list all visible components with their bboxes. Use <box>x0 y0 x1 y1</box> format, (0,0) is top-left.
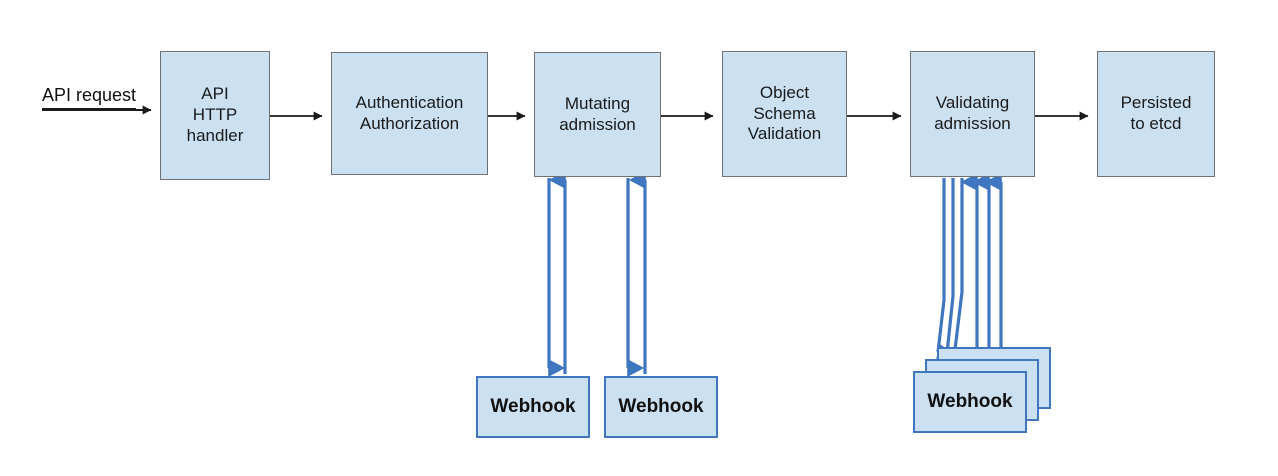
node-persisted-to-etcd[interactable]: Persisted to etcd <box>1097 51 1215 177</box>
node-object-schema-validation[interactable]: Object Schema Validation <box>722 51 847 177</box>
node-label: Mutating admission <box>559 93 636 134</box>
node-api-http-handler[interactable]: API HTTP handler <box>160 51 270 180</box>
node-label: Webhook <box>618 396 704 417</box>
node-label: Validating admission <box>934 93 1011 133</box>
webhook-call-arrow-3b <box>944 178 963 372</box>
node-label: Persisted to etcd <box>1120 93 1192 133</box>
entry-label: API request <box>42 85 137 109</box>
node-authn-authz[interactable]: Authentication Authorization <box>331 52 488 175</box>
node-validating-admission[interactable]: Validating admission <box>910 51 1035 177</box>
node-validating-webhook-stack-front[interactable]: Webhook <box>913 371 1027 433</box>
webhook-call-arrow-3c <box>950 178 969 383</box>
node-mutating-admission[interactable]: Mutating admission <box>534 52 661 177</box>
node-label: API HTTP handler <box>186 84 244 145</box>
node-label: Object Schema Validation <box>747 82 822 144</box>
node-mutating-webhook-2[interactable]: Webhook <box>604 376 718 438</box>
webhook-call-arrow-3a <box>936 178 955 361</box>
node-label: Webhook <box>927 391 1013 412</box>
node-mutating-webhook-1[interactable]: Webhook <box>476 376 590 438</box>
node-label: Authentication Authorization <box>355 92 464 133</box>
node-label: Webhook <box>490 396 576 417</box>
